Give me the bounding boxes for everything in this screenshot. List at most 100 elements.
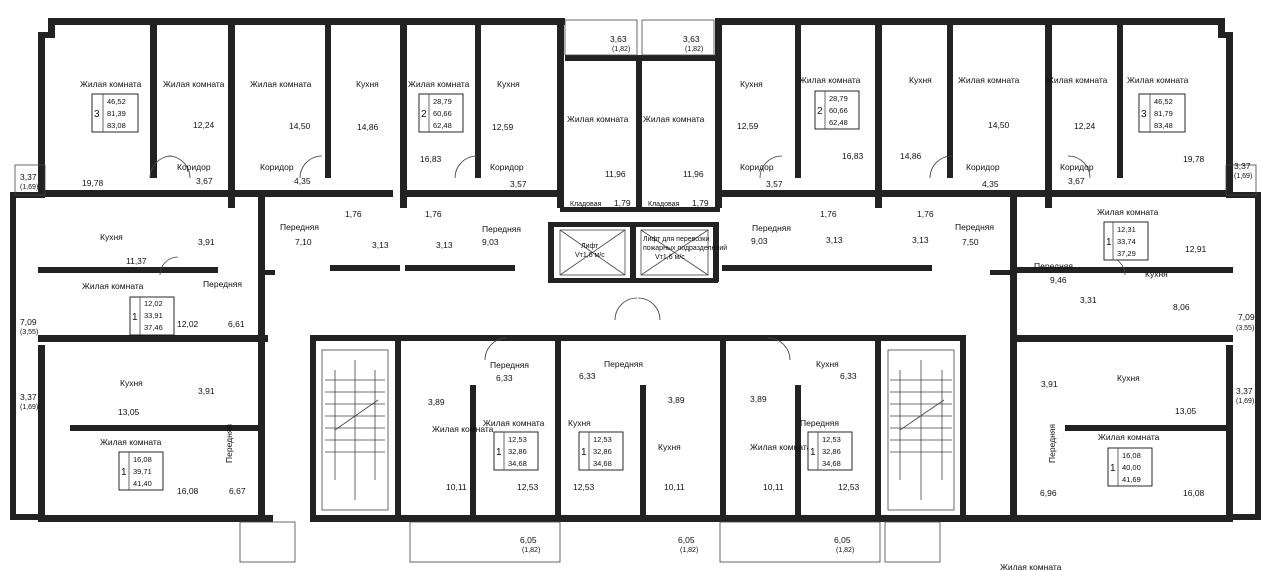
room-label: Жилая комната xyxy=(82,281,144,291)
area-value: 14,86 xyxy=(357,122,379,132)
corridor-label: Коридор xyxy=(740,162,774,172)
area-value: 11,96 xyxy=(605,169,626,179)
room-label: Жилая комната xyxy=(163,79,225,89)
area-value: 7,10 xyxy=(295,237,312,247)
area-value: 6,33 xyxy=(579,371,596,381)
balcony-half-area: (1,82) xyxy=(612,46,630,53)
balcony-half-area: (1,82) xyxy=(836,547,854,554)
total-area: 81,39 xyxy=(107,109,126,118)
living-area: 12,53 xyxy=(822,435,841,444)
room-count: 1 xyxy=(132,312,138,323)
area-with-balcony: 37,29 xyxy=(1117,249,1136,258)
area-value: 3,67 xyxy=(196,176,213,186)
hall-label: Передняя xyxy=(490,360,529,370)
room-label: Жилая комната xyxy=(100,437,162,447)
elevator-speed: Vт1,6 м/с xyxy=(575,252,605,259)
total-area: 81,79 xyxy=(1154,109,1173,118)
area-value: 14,50 xyxy=(289,121,311,131)
area-value: 3,91 xyxy=(198,386,215,396)
hall-label: Передняя xyxy=(280,222,319,232)
balcony-area: 7,09 xyxy=(20,317,37,327)
room-count: 1 xyxy=(1110,463,1116,474)
elevator-label: пожарных подразделений xyxy=(643,244,727,252)
balcony-half-area: (1,69) xyxy=(1234,173,1252,180)
elevator-shafts xyxy=(559,229,709,276)
area-value: 11,96 xyxy=(683,169,704,179)
area-with-balcony: 83,08 xyxy=(107,121,126,130)
area-with-balcony: 41,69 xyxy=(1122,475,1141,484)
area-with-balcony: 37,46 xyxy=(144,323,163,332)
area-value: 3,91 xyxy=(1041,379,1058,389)
area-value: 12,53 xyxy=(573,482,595,492)
walls xyxy=(10,18,1261,522)
area-value: 12,59 xyxy=(492,122,514,132)
total-area: 33,74 xyxy=(1117,237,1136,246)
balcony-area: 3,37 xyxy=(1236,386,1253,396)
corridor-label: Коридор xyxy=(966,162,1000,172)
area-with-balcony: 34,68 xyxy=(593,459,612,468)
elevator-label: Лифт для перевозки xyxy=(643,236,709,243)
apartment-summary: 1 12,31 33,74 37,29 xyxy=(1103,221,1149,261)
hall-label: Передняя xyxy=(482,224,521,234)
room-count: 1 xyxy=(496,447,502,458)
area-value: 16,83 xyxy=(842,151,864,161)
hall-label: Передняя xyxy=(604,359,643,369)
staircase-left xyxy=(321,349,389,511)
room-label: Жилая комната xyxy=(567,114,629,124)
room-count: 1 xyxy=(581,447,587,458)
room-labels: Жилая комната Жилая комната Жилая комнат… xyxy=(80,75,1189,570)
area-value: 16,08 xyxy=(1183,488,1205,498)
area-value: 12,02 xyxy=(177,319,199,329)
balcony-area: 6,05 xyxy=(520,535,537,545)
corridor-label: Коридор xyxy=(177,162,211,172)
apartment-summary: 3 46,52 81,39 83,08 xyxy=(91,93,139,133)
room-label: Жилая комната xyxy=(958,75,1020,85)
elevator-labels: Лифт Vт1,6 м/с Лифт для перевозки пожарн… xyxy=(575,236,727,261)
area-value: 4,35 xyxy=(294,176,311,186)
area-value: 6,61 xyxy=(228,319,245,329)
area-value: 3,91 xyxy=(198,237,215,247)
living-area: 16,08 xyxy=(1122,451,1141,460)
area-with-balcony: 34,68 xyxy=(508,459,527,468)
room-label: Жилая комната xyxy=(483,418,545,428)
room-label: Кухня xyxy=(497,79,520,89)
room-count: 3 xyxy=(1141,109,1147,120)
area-value: 10,11 xyxy=(446,482,467,492)
area-value: 9,03 xyxy=(751,236,768,246)
balcony-outlines xyxy=(14,19,1257,563)
area-value: 12,24 xyxy=(193,120,215,130)
area-value: 1,76 xyxy=(345,209,362,219)
area-value: 1,76 xyxy=(425,209,442,219)
room-label: Передняя xyxy=(800,418,839,428)
apartment-summary: 1 16,08 39,71 41,40 xyxy=(118,451,164,491)
balcony-area: 3,63 xyxy=(683,34,700,44)
area-with-balcony: 62,48 xyxy=(829,118,848,127)
hall-label: Кухня xyxy=(816,359,839,369)
room-count: 2 xyxy=(421,109,427,120)
room-label: Кухня xyxy=(568,418,591,428)
room-label: Жилая комната xyxy=(1000,562,1062,570)
room-label: Жилая комната xyxy=(750,442,812,452)
balcony-area: 3,37 xyxy=(20,172,37,182)
area-value: 13,05 xyxy=(118,407,140,417)
area-value: 12,53 xyxy=(517,482,539,492)
storage-label: Кладовая xyxy=(648,201,680,208)
area-value: 8,06 xyxy=(1173,302,1190,312)
area-with-balcony: 62,48 xyxy=(433,121,452,130)
area-value: 12,91 xyxy=(1185,244,1207,254)
room-label: Кухня xyxy=(1117,373,1140,383)
elevator-speed: Vт1,6 м/с xyxy=(655,254,685,261)
corridor-label: Коридор xyxy=(1060,162,1094,172)
apartment-summary: 1 12,53 32,86 34,68 xyxy=(807,431,853,471)
balcony-half-area: (1,69) xyxy=(20,404,38,411)
area-value: 1,76 xyxy=(820,209,837,219)
apartment-summaries: 3 46,52 81,39 83,08 2 28,79 60,66 62,48 … xyxy=(91,90,1186,491)
total-area: 33,91 xyxy=(144,311,163,320)
area-value: 6,96 xyxy=(1040,488,1057,498)
balcony-area: 6,05 xyxy=(678,535,695,545)
room-label: Жилая комната xyxy=(80,79,142,89)
total-area: 32,86 xyxy=(508,447,527,456)
total-area: 32,86 xyxy=(593,447,612,456)
area-value: 11,37 xyxy=(126,256,147,266)
